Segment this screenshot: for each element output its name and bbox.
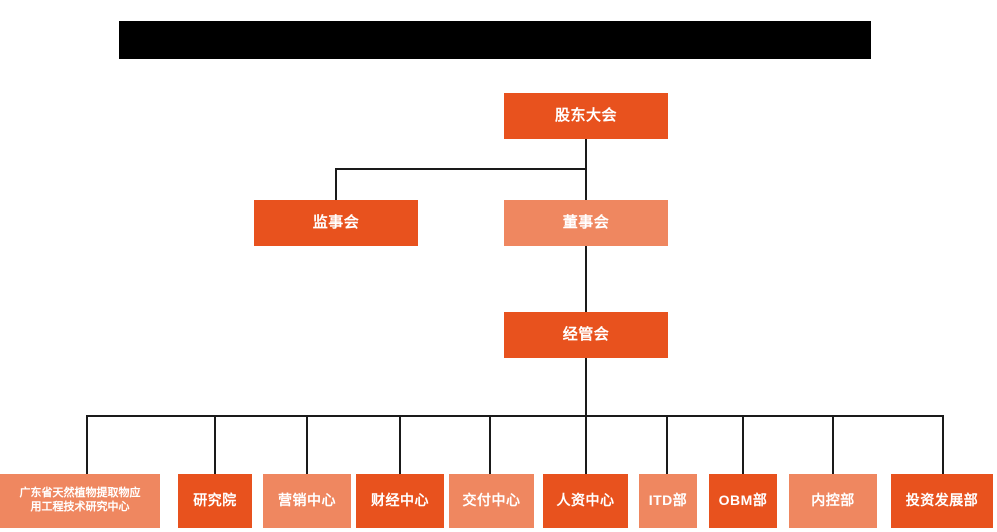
connector-drop-dept-8 — [742, 415, 744, 474]
node-department-hr-center[interactable]: 人资中心 — [543, 474, 628, 528]
node-board-of-supervisors[interactable]: 监事会 — [254, 200, 418, 246]
node-label: 人资中心 — [556, 492, 615, 509]
node-label: 交付中心 — [462, 492, 521, 509]
node-department-itd[interactable]: ITD部 — [639, 474, 697, 528]
connector-drop-dept-2 — [214, 415, 216, 474]
node-department-marketing-center[interactable]: 营销中心 — [263, 474, 351, 528]
node-management-committee[interactable]: 经管会 — [504, 312, 668, 358]
connector-directors-to-management — [585, 245, 587, 313]
node-label: 经管会 — [562, 325, 610, 343]
connector-management-stem — [585, 358, 587, 416]
node-label: 投资发展部 — [905, 492, 979, 509]
connector-drop-dept-9 — [832, 415, 834, 474]
node-label: 股东大会 — [554, 106, 617, 124]
node-board-of-directors[interactable]: 董事会 — [504, 200, 668, 246]
node-shareholders-meeting[interactable]: 股东大会 — [504, 93, 668, 139]
node-department-delivery-center[interactable]: 交付中心 — [449, 474, 534, 528]
node-label: 研究院 — [193, 492, 237, 509]
connector-drop-dept-10 — [942, 415, 944, 474]
node-department-guangdong-research-center[interactable]: 广东省天然植物提取物应 用工程技术研究中心 — [0, 474, 160, 528]
node-label: 董事会 — [562, 213, 610, 231]
node-label: 财经中心 — [371, 492, 429, 509]
node-label: 广东省天然植物提取物应 用工程技术研究中心 — [19, 487, 141, 513]
connector-drop-dept-7 — [666, 415, 668, 474]
connector-drop-dept-6 — [585, 415, 587, 474]
node-label: 营销中心 — [278, 492, 336, 509]
connector-drop-dept-3 — [306, 415, 308, 474]
node-label: OBM部 — [718, 492, 768, 509]
connector-shareholders-stem — [585, 139, 587, 170]
connector-drop-dept-1 — [86, 415, 88, 474]
node-label: 内控部 — [811, 492, 855, 509]
node-department-obm[interactable]: OBM部 — [709, 474, 777, 528]
connector-department-bus — [86, 415, 944, 417]
connector-drop-dept-4 — [399, 415, 401, 474]
node-label: ITD部 — [648, 492, 688, 509]
node-department-finance-center[interactable]: 财经中心 — [356, 474, 444, 528]
connector-drop-supervisors — [335, 168, 337, 200]
connector-drop-dept-5 — [489, 415, 491, 474]
connector-drop-directors — [585, 168, 587, 200]
connector-level2-bus — [335, 168, 587, 170]
node-department-investment-development[interactable]: 投资发展部 — [891, 474, 993, 528]
node-department-research-institute[interactable]: 研究院 — [178, 474, 252, 528]
redacted-title-bar — [119, 21, 871, 59]
node-label: 监事会 — [312, 213, 360, 231]
node-department-internal-control[interactable]: 内控部 — [789, 474, 877, 528]
